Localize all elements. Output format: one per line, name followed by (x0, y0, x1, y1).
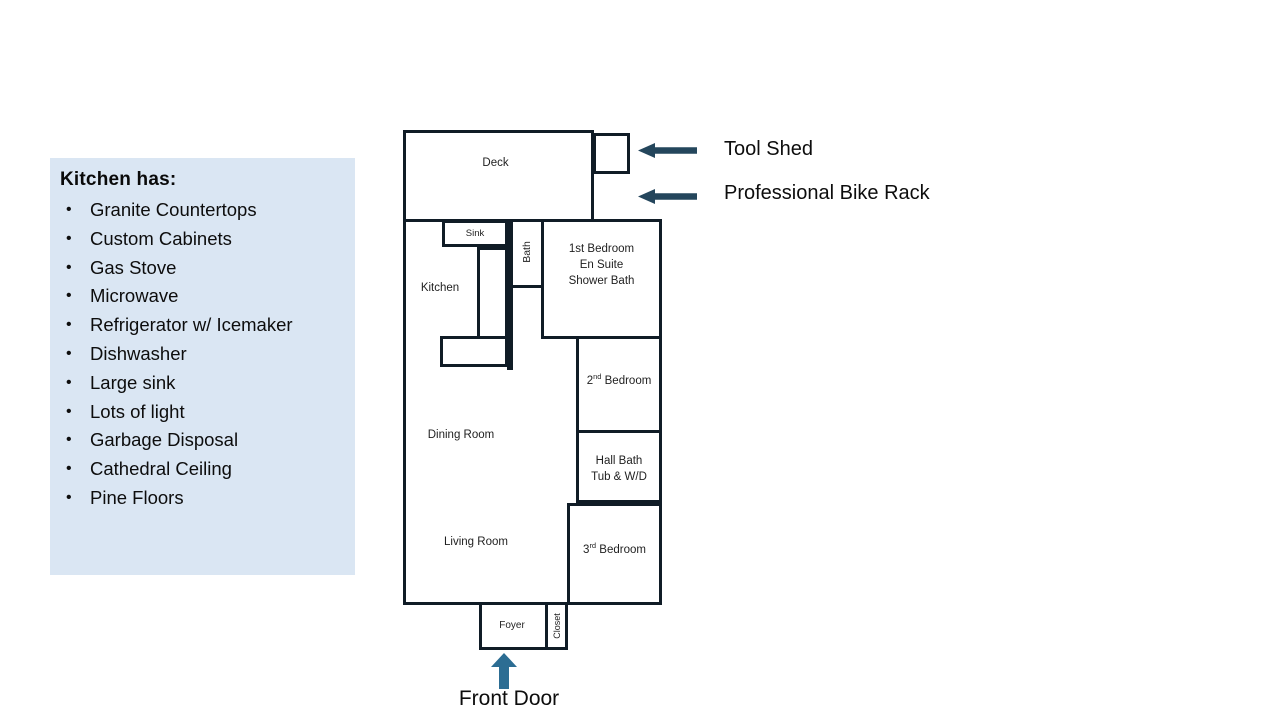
list-item-label: Custom Cabinets (90, 227, 232, 249)
room-kitchen-label: Kitchen (420, 282, 460, 294)
room-bedroom2 (576, 337, 662, 433)
tool-shed-label: Tool Shed (724, 138, 813, 160)
panel-heading: Kitchen has: (60, 169, 177, 190)
bedroom1-line3: Shower Bath (568, 275, 635, 287)
room-dining-label: Dining Room (427, 429, 495, 441)
list-item: • Granite Countertops (50, 196, 355, 225)
list-item: • Dishwasher (50, 340, 355, 369)
list-item-label: Granite Countertops (90, 199, 257, 220)
room-bedroom2-label: 2nd Bedroom (579, 337, 659, 425)
bath-text: Bath (520, 241, 533, 263)
list-item-label: Dishwasher (90, 342, 187, 364)
bullet-icon: • (66, 460, 72, 478)
foyer-text: Foyer (499, 620, 525, 631)
room-foyer-label: Foyer (482, 605, 542, 647)
front-door-arrow-icon (491, 653, 517, 694)
kitchen-counter-bottom (440, 336, 508, 367)
room-deck-label: Deck (482, 157, 509, 169)
list-item-label: Gas Stove (90, 256, 177, 278)
bedroom2-text: 2nd Bedroom (587, 373, 652, 389)
room-hall-bath (576, 433, 662, 503)
list-item-label: Refrigerator w/ Icemaker (90, 314, 293, 336)
hall-bath-line2: Tub & W/D (591, 471, 647, 483)
bullet-icon: • (66, 402, 72, 420)
hall-bath-line1: Hall Bath (595, 455, 643, 467)
front-door-label: Front Door (458, 687, 560, 710)
bullet-icon: • (66, 373, 72, 391)
bullet-icon: • (66, 258, 72, 276)
bike-rack-arrow-icon (638, 189, 697, 209)
kitchen-counter-vertical (477, 247, 508, 339)
bullet-icon: • (66, 201, 72, 218)
list-item: • Lots of light (50, 398, 355, 427)
room-bedroom3 (567, 503, 662, 605)
room-bedroom3-label: 3rd Bedroom (570, 503, 659, 597)
room-closet-label: Closet (545, 602, 568, 650)
room-bedroom1-label: 1st Bedroom En Suite Shower Bath (544, 241, 659, 289)
bullet-icon: • (66, 344, 72, 362)
bedroom2-num: 2 (586, 375, 594, 387)
bullet-icon: • (66, 488, 72, 506)
room-bath (513, 219, 544, 288)
kitchen-sink-label: Sink (442, 220, 508, 247)
room-foyer (479, 602, 548, 650)
list-item-label: Garbage Disposal (90, 429, 239, 451)
list-item-label: Lots of light (90, 400, 185, 422)
bedroom3-ordinal: rd (589, 541, 597, 551)
bullet-icon: • (66, 229, 72, 247)
room-deck (403, 130, 594, 222)
list-item-label: Cathedral Ceiling (90, 458, 232, 480)
bullet-icon: • (66, 431, 72, 449)
room-tool-shed (593, 133, 630, 174)
kitchen-sink-box (442, 220, 508, 247)
bedroom3-rest: Bedroom (596, 544, 646, 556)
bullet-icon: • (66, 287, 72, 305)
room-living-label: Living Room (444, 536, 508, 548)
list-item: • Refrigerator w/ Icemaker (50, 311, 355, 340)
list-item: • Microwave (50, 282, 355, 311)
list-item: • Custom Cabinets (50, 225, 355, 254)
bullet-icon: • (66, 316, 72, 334)
room-closet (545, 602, 568, 650)
list-item-label: Pine Floors (90, 486, 184, 508)
list-item-label: Large sink (90, 371, 176, 393)
kitchen-features-panel: Kitchen has: • Granite Countertops • Custo… (50, 158, 355, 575)
list-item-label: Microwave (90, 285, 179, 307)
list-item: • Cathedral Ceiling (50, 455, 355, 484)
bedroom1-line2: En Suite (579, 259, 624, 271)
closet-text: Closet (551, 613, 562, 639)
room-hall-bath-label: Hall Bath Tub & W/D (579, 453, 659, 485)
tool-shed-arrow-icon (638, 143, 697, 163)
bedroom1-line1: 1st Bedroom (568, 243, 635, 255)
list-item: • Gas Stove (50, 254, 355, 283)
bedroom2-ordinal: nd (593, 372, 602, 382)
bedroom3-num: 3 (583, 544, 590, 556)
thick-wall (507, 219, 513, 370)
bedroom2-rest: Bedroom (601, 375, 652, 387)
list-item: • Pine Floors (50, 484, 355, 513)
room-bath-label: Bath (513, 221, 541, 283)
room-bedroom1 (541, 219, 662, 339)
sink-text: Sink (465, 227, 485, 239)
bedroom3-text: 3rd Bedroom (583, 542, 646, 558)
bike-rack-label: Professional Bike Rack (724, 182, 930, 204)
kitchen-features-list: • Granite Countertops • Custom Cabinets • G… (50, 196, 355, 513)
list-item: • Large sink (50, 369, 355, 398)
list-item: • Garbage Disposal (50, 426, 355, 455)
